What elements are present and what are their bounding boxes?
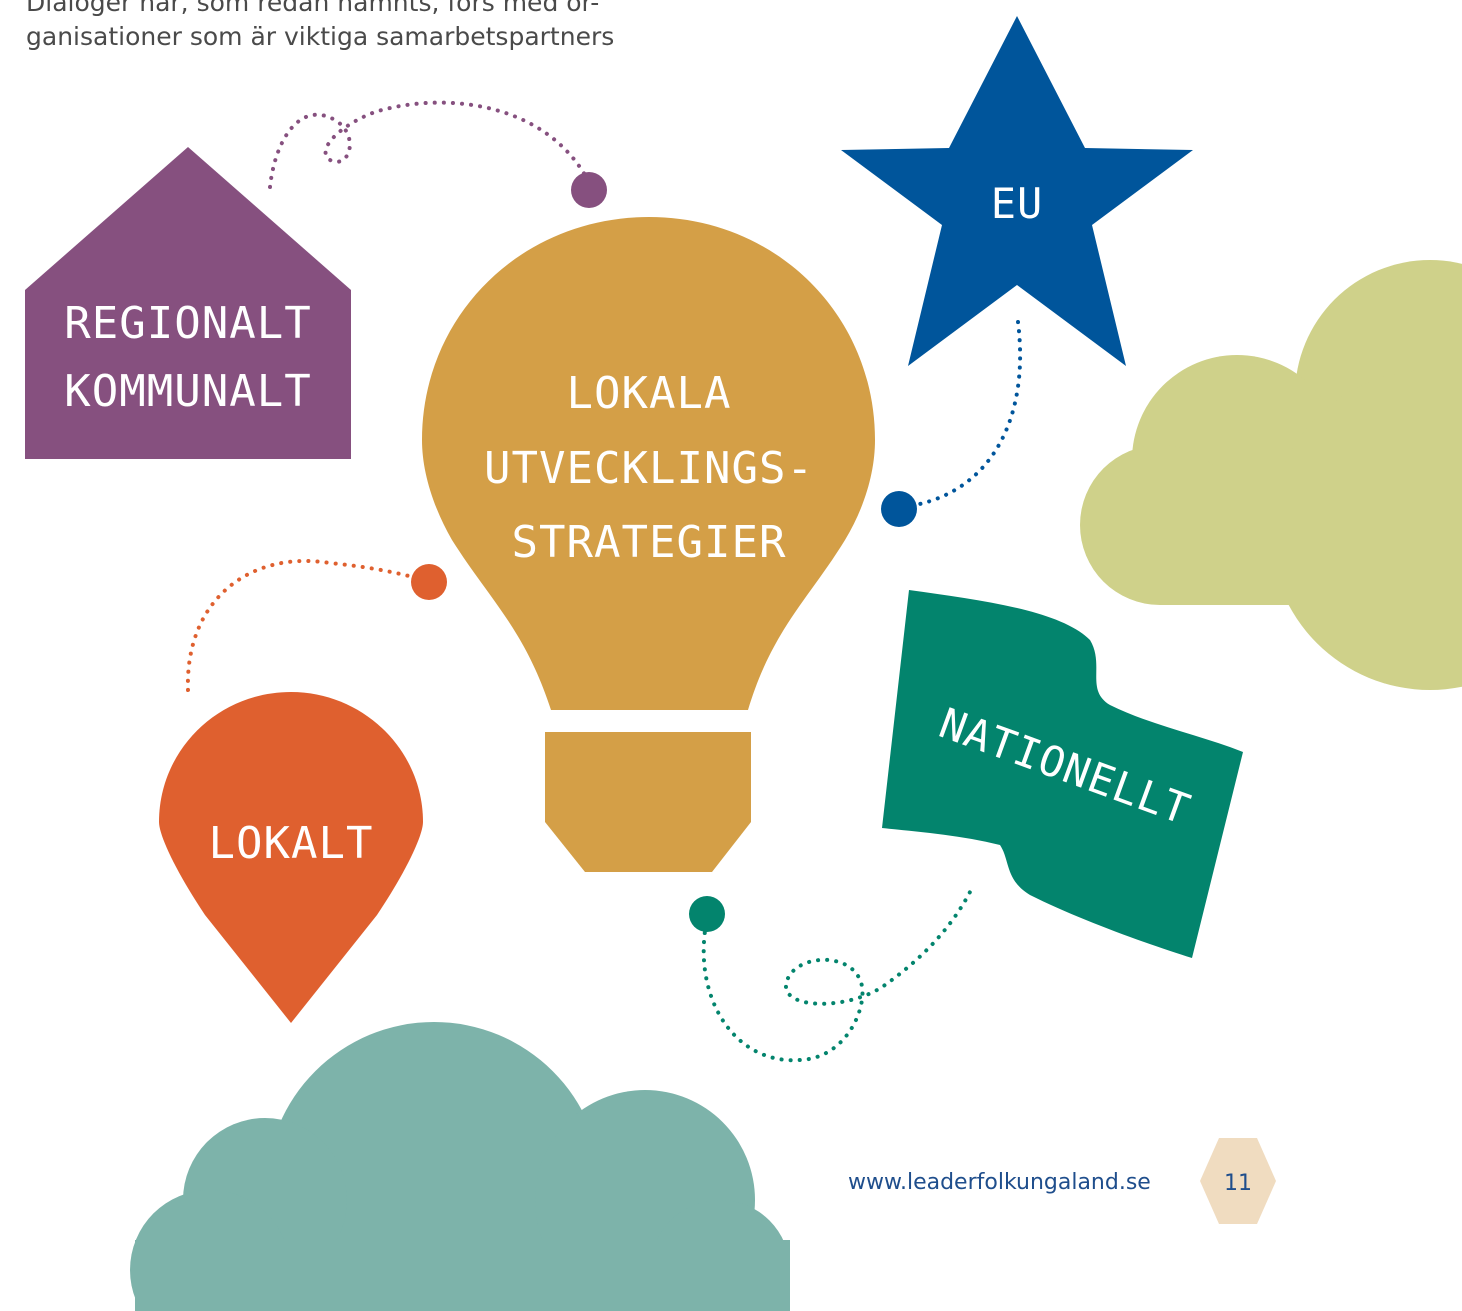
connector-nationellt bbox=[701, 890, 972, 1063]
footer-url[interactable]: www.leaderfolkungaland.se bbox=[848, 1170, 1151, 1195]
connector-eu bbox=[913, 320, 1023, 507]
map-pin-icon bbox=[159, 692, 423, 1023]
page-badge-icon bbox=[1200, 1138, 1276, 1224]
bulb-label-line-2: UTVECKLINGS- bbox=[484, 443, 814, 494]
page-number: 11 bbox=[1224, 1171, 1252, 1196]
pin-label: LOKALT bbox=[209, 818, 374, 869]
star-label: EU bbox=[991, 179, 1044, 228]
house-label-line-2: KOMMUNALT bbox=[64, 366, 311, 417]
lokalt-dot-icon bbox=[411, 564, 447, 600]
star-icon bbox=[841, 16, 1193, 366]
bulb-label-line-1: LOKALA bbox=[567, 368, 732, 419]
connector-regional bbox=[268, 100, 587, 189]
regional-dot-icon bbox=[571, 172, 607, 208]
cloud-bottom-icon bbox=[130, 1022, 790, 1311]
lightbulb-icon bbox=[422, 217, 875, 710]
lightbulb-base-icon bbox=[545, 732, 751, 872]
bulb-label-line-3: STRATEGIER bbox=[512, 517, 787, 568]
eu-dot-icon bbox=[881, 491, 917, 527]
intro-text: Dialoger här, som redan nämnts, förs med… bbox=[26, 0, 666, 54]
intro-line-1: Dialoger här, som redan nämnts, förs med… bbox=[26, 0, 600, 17]
cloud-right-icon bbox=[1080, 260, 1462, 690]
house-icon bbox=[25, 147, 351, 459]
flag-icon bbox=[882, 590, 1243, 958]
nationellt-dot-icon bbox=[689, 896, 725, 932]
intro-line-2: ganisationer som är viktiga samarbetspar… bbox=[26, 22, 615, 51]
house-label-line-1: REGIONALT bbox=[64, 298, 311, 349]
connector-lokalt bbox=[185, 559, 427, 692]
